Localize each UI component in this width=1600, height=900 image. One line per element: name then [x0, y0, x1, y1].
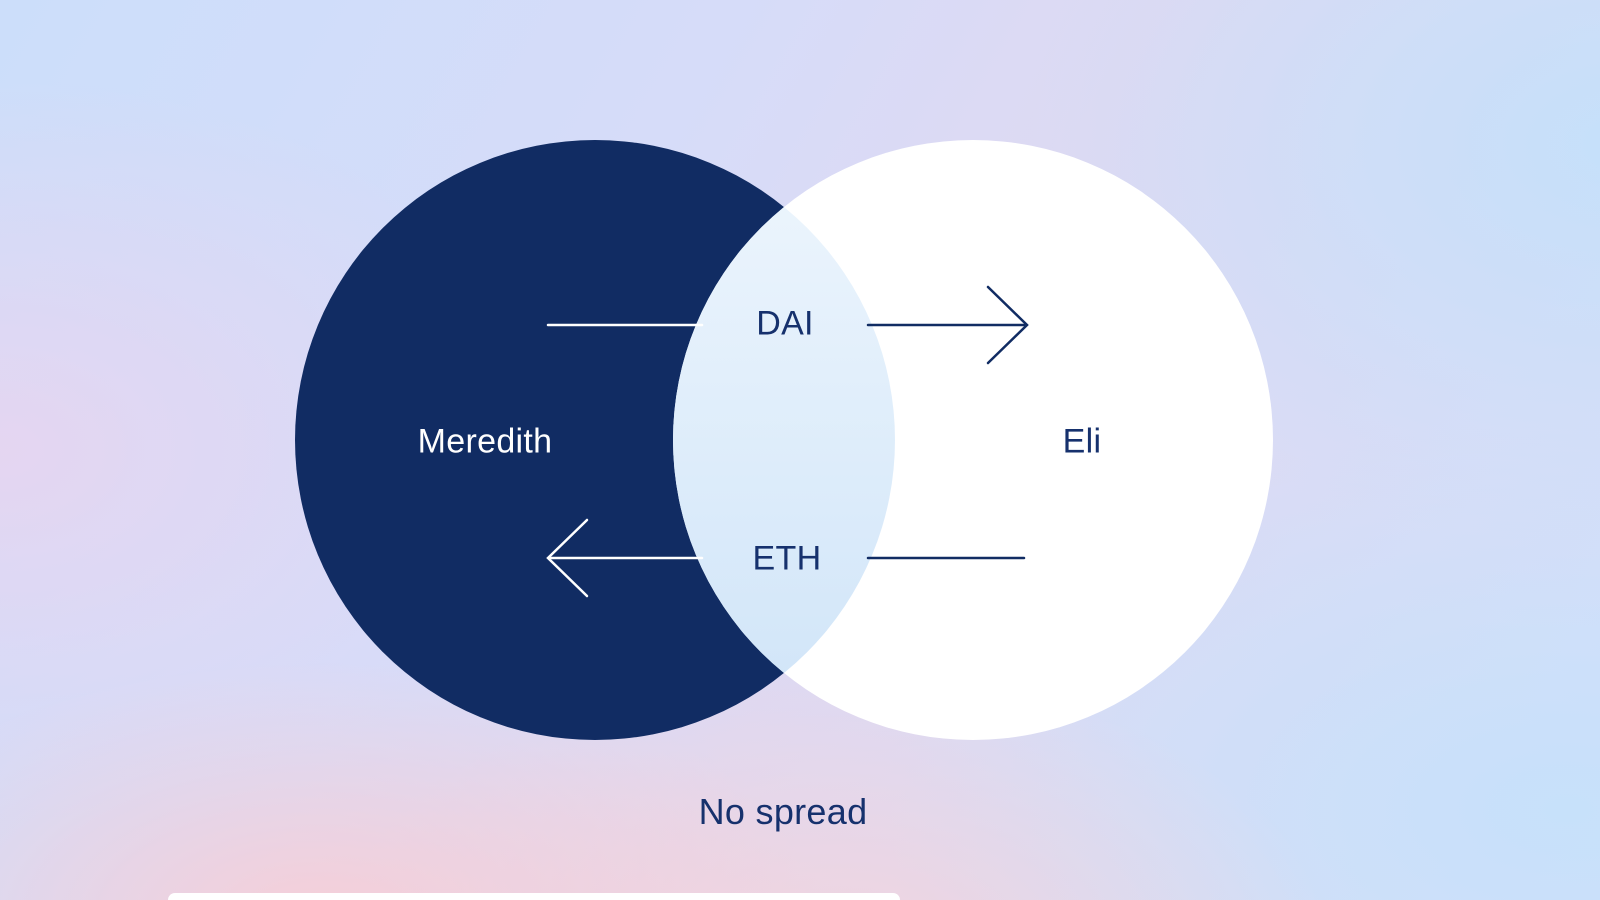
right-circle-label: Eli [1062, 422, 1102, 461]
bottom-sheet-edge [168, 893, 900, 900]
left-arrow-icon [546, 518, 1026, 598]
left-circle-label: Meredith [417, 422, 553, 461]
overlap-region [673, 140, 895, 740]
diagram-caption: No spread [698, 791, 868, 832]
top-arrow-label: DAI [756, 304, 814, 343]
right-arrow-icon [546, 285, 1029, 365]
bottom-arrow-label: ETH [752, 539, 822, 578]
